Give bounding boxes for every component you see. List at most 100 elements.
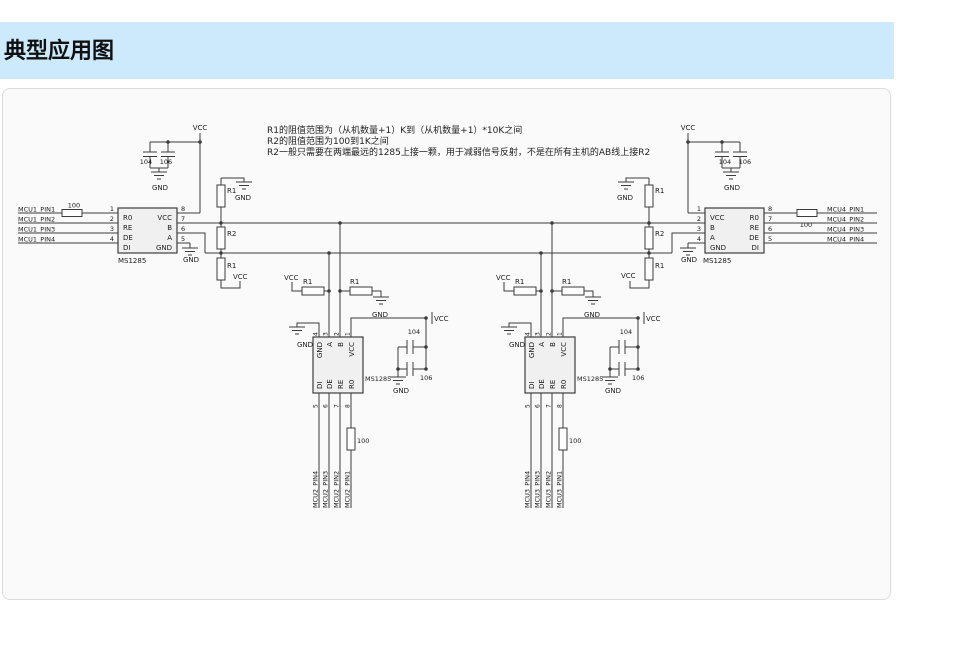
pin-number: 4 xyxy=(313,332,320,336)
resistor-body xyxy=(216,184,226,208)
vcc-label: VCC xyxy=(284,274,299,282)
pin-number: 5 xyxy=(181,235,185,243)
pin-name: VCC xyxy=(710,214,725,222)
gnd-label: GND xyxy=(605,387,621,395)
pin-name: B xyxy=(710,224,715,232)
junction-dot xyxy=(396,367,400,371)
pin-name: B xyxy=(337,342,345,347)
gnd-label: GND xyxy=(372,311,388,319)
resistor-ref: R1 xyxy=(562,278,571,286)
cap-value: 104 xyxy=(140,158,152,166)
pin-number: 7 xyxy=(768,215,772,223)
section-title: 典型应用图 xyxy=(4,39,115,64)
resistor-ref: R1 xyxy=(303,278,312,286)
resistor-body xyxy=(796,209,818,217)
resistor-body xyxy=(644,226,654,250)
net-label: MCU4_PIN1 xyxy=(827,206,864,214)
resistor-body xyxy=(301,286,325,296)
resistor-value: 100 xyxy=(357,437,369,445)
resistor-body xyxy=(216,226,226,250)
resistor-body xyxy=(558,427,568,451)
pin-number: 4 xyxy=(697,235,701,243)
ic-mid xyxy=(312,336,364,394)
chip-name: MS1285 xyxy=(703,257,731,265)
pin-number: 4 xyxy=(525,332,532,336)
pin-name: RE xyxy=(750,224,759,232)
pin-number: 1 xyxy=(345,332,352,336)
resistor-value: 100 xyxy=(569,437,581,445)
resistor-ref: R1 xyxy=(227,187,236,195)
pin-number: 8 xyxy=(557,404,564,408)
pin-name: B xyxy=(167,224,172,232)
resistor-value: 100 xyxy=(800,221,812,229)
resistor-value: 100 xyxy=(68,202,80,210)
resistor-body xyxy=(61,209,83,217)
pin-name: DE xyxy=(123,234,133,242)
junction-dot xyxy=(539,289,543,293)
cap-value: 106 xyxy=(739,158,751,166)
pin-name: GND xyxy=(316,342,324,358)
wire xyxy=(291,282,302,292)
pin-number: 2 xyxy=(334,332,341,336)
gnd-label: GND xyxy=(183,256,199,264)
junction-dot xyxy=(647,251,651,255)
gnd-label: GND xyxy=(297,341,313,349)
resistor-body xyxy=(216,257,226,281)
pin-number: 8 xyxy=(768,205,772,213)
pin-number: 1 xyxy=(110,205,114,213)
content-panel xyxy=(2,88,891,600)
junction-dot xyxy=(327,289,331,293)
pin-name: VCC xyxy=(157,214,172,222)
net-label: MCU1_PIN2 xyxy=(18,216,55,224)
wire xyxy=(584,290,594,297)
wire xyxy=(220,280,241,289)
wire xyxy=(350,317,426,337)
gnd-label: GND xyxy=(617,194,633,202)
net-label: MCU4_PIN4 xyxy=(827,236,864,244)
junction-dot xyxy=(686,140,690,144)
wire xyxy=(671,232,705,253)
net-label: MCU3_PIN3 xyxy=(534,471,542,508)
pin-name: DI xyxy=(528,382,536,389)
pin-name: GND xyxy=(156,244,172,252)
net-label: MCU2_PIN2 xyxy=(333,471,341,508)
pin-name: R0 xyxy=(750,214,759,222)
net-label: MCU2_PIN4 xyxy=(312,471,320,508)
wire xyxy=(221,177,245,182)
vcc-label: VCC xyxy=(434,315,449,323)
chip-name: MS1285 xyxy=(118,257,146,265)
resistor-body xyxy=(513,286,537,296)
pin-number: 6 xyxy=(181,225,185,233)
pin-name: DE xyxy=(538,379,546,389)
pin-number: 7 xyxy=(546,404,553,408)
pin-name: GND xyxy=(528,342,536,358)
pin-name: DI xyxy=(752,244,759,252)
pin-name: RE xyxy=(549,380,557,389)
resistor-ref: R1 xyxy=(655,187,664,195)
cap-value: 106 xyxy=(420,374,432,382)
chip-name: MS1285 xyxy=(577,375,603,383)
pin-name: A xyxy=(710,234,715,242)
net-label: MCU3_PIN1 xyxy=(556,471,564,508)
junction-dot xyxy=(198,140,202,144)
net-label: MCU1_PIN1 xyxy=(18,206,55,214)
pin-name: R0 xyxy=(348,380,356,389)
pin-name: A xyxy=(538,342,546,347)
wire xyxy=(372,290,382,297)
pin-number: 5 xyxy=(313,404,320,408)
pin-number: 5 xyxy=(525,404,532,408)
pin-number: 7 xyxy=(181,215,185,223)
gnd-label: GND xyxy=(681,256,697,264)
net-label: MCU2_PIN1 xyxy=(344,471,352,508)
vcc-label: VCC xyxy=(681,124,696,132)
net-label: MCU2_PIN3 xyxy=(322,471,330,508)
resistor-body xyxy=(644,257,654,281)
net-label: MCU3_PIN4 xyxy=(524,471,532,508)
junction-dot xyxy=(219,251,223,255)
cap-value: 106 xyxy=(632,374,644,382)
net-label: MCU4_PIN3 xyxy=(827,226,864,234)
chip-name: MS1285 xyxy=(365,375,391,383)
resistor-ref: R1 xyxy=(350,278,359,286)
schematic-notes: R1的阻值范围为（从机数量+1）K到（从机数量+1）*10K之间 R2的阻值范围… xyxy=(267,126,650,158)
